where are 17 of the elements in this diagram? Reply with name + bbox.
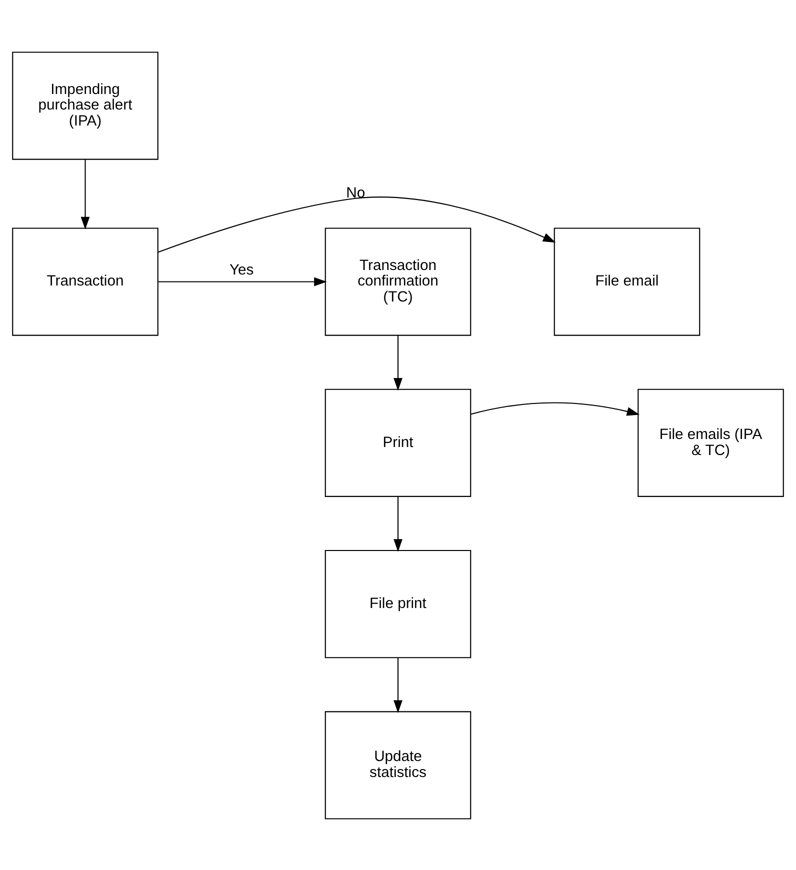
arrow [80, 158, 90, 230]
arrow [158, 276, 327, 286]
arrow [394, 657, 402, 713]
edge-label: Yes [230, 262, 254, 278]
node-box: Impending purchase alert (IPA) [12, 51, 158, 160]
arrow [394, 334, 402, 390]
node-box: File print [324, 550, 472, 658]
node-box: File emails (IPA & TC) [638, 388, 784, 496]
node-box: Transaction confirmation (TC) [324, 227, 472, 336]
node-box: Update statistics [324, 710, 472, 819]
arrow [158, 196, 556, 252]
node-box: File email [554, 227, 700, 336]
node-box: Print [324, 388, 472, 496]
node-box: Transaction [12, 227, 158, 336]
edge-label: No [346, 185, 366, 202]
arrow [394, 496, 402, 552]
arrow [470, 402, 640, 416]
